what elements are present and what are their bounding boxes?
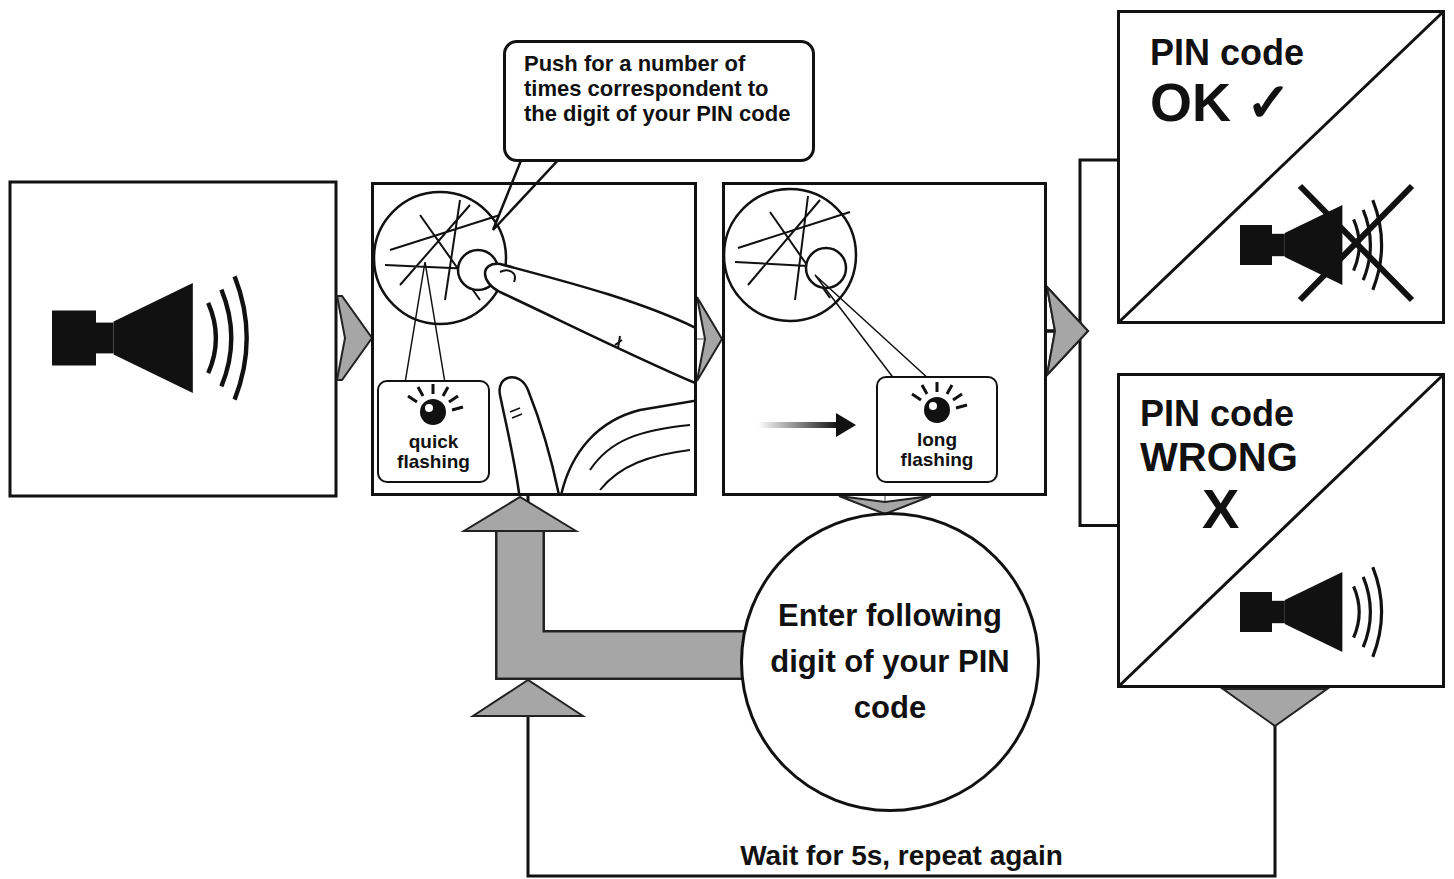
callout-bubble: Push for a number of times correspondent… [503,40,815,162]
result-box: PIN codeWRONGX [1117,373,1445,688]
button-hand [510,408,522,418]
button [806,248,846,288]
arrow-head [473,680,583,716]
mute-cross [1300,186,1412,300]
button [815,275,930,380]
node-text: X [1202,480,1422,538]
button-hand [485,264,695,385]
led-callout: long flashing [876,376,998,483]
button-hand [405,262,445,383]
diagonal [1118,11,1444,323]
step-panel: long flashing [722,182,1047,496]
connector-band [520,530,752,655]
button [836,413,856,437]
node-text: long flashing [887,430,987,470]
node-text: PIN code [1150,33,1412,73]
flow-connector [1047,160,1117,375]
siren-panel [10,182,336,496]
node-text: PIN code [1140,394,1422,434]
flow-arrow [337,296,372,380]
diagonal [1118,374,1444,687]
speaker-symbol [1240,567,1382,657]
flow-connector [1047,287,1117,526]
node-text: Enter following digit of your PIN code [760,593,1020,731]
button-hand [590,425,690,490]
node-text: Push for a number of times correspondent… [524,51,796,126]
flow-connector [464,497,752,655]
step-circle: Enter following digit of your PIN code [740,512,1040,812]
arrow-head [464,497,576,531]
button-hand [560,400,695,494]
callout-tail [493,158,560,230]
edge-label: Wait for 5s, repeat again [736,840,1067,872]
button [724,189,856,321]
result-box: PIN codeOK ✓ [1117,10,1445,324]
button-hand [374,192,695,494]
button [758,422,838,428]
arrow-head [697,297,722,381]
button-hand [500,377,560,494]
node-text: OK ✓ [1150,73,1412,131]
step-panel: quick flashing [371,182,697,496]
button [735,196,850,300]
siren-symbol [52,276,247,399]
button-hand [385,200,500,300]
connector-band [520,530,752,655]
button-hand [374,192,506,324]
arrow-head [1223,689,1327,726]
button-hand [500,270,515,282]
led-callout: quick flashing [377,380,490,483]
node-text: WRONG [1140,434,1422,480]
flow-connector [697,297,722,381]
button-hand [615,336,622,348]
arrow-head [1047,287,1088,375]
node-text: quick flashing [384,432,484,472]
